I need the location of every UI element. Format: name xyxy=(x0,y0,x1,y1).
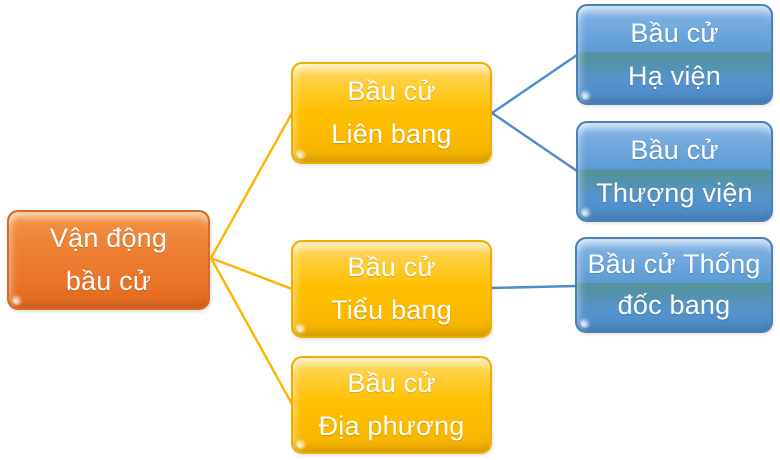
node-label-line: Bầu cử Thống xyxy=(587,249,761,279)
node-van-dong-bau-cu: Vận động bầu cử xyxy=(7,210,210,310)
edge-federal-house xyxy=(491,54,578,114)
node-label-line: Bầu cử xyxy=(630,134,719,165)
edge-federal-senate xyxy=(491,112,578,172)
node-label-line: Địa phương xyxy=(318,411,465,441)
node-label-line: Bầu cử xyxy=(630,17,719,48)
edge-state-governor xyxy=(491,284,577,290)
node-bau-cu-dia-phuong: Bầu cử Địa phương xyxy=(291,356,492,454)
node-label-line: Bầu cử xyxy=(347,252,436,282)
node-label-line: Bầu cử xyxy=(347,368,436,398)
edge-root-state xyxy=(210,256,293,291)
node-label-line: Tiểu bang xyxy=(331,295,452,325)
node-label-line: Bầu cử xyxy=(347,76,436,106)
node-label-line: Hạ viện xyxy=(628,60,721,91)
node-label-line: đốc bang xyxy=(617,290,731,320)
node-bau-cu-thuong-vien: Bầu cử Thượng viện xyxy=(576,121,773,222)
node-bau-cu-tieu-bang: Bầu cử Tiểu bang xyxy=(291,240,492,338)
node-bau-cu-ha-vien: Bầu cử Hạ viện xyxy=(576,4,773,105)
node-label-line: bầu cử xyxy=(65,266,152,296)
edge-root-federal xyxy=(209,112,294,259)
edge-root-local xyxy=(209,257,294,405)
node-bau-cu-thong-doc-bang: Bầu cử Thống đốc bang xyxy=(575,237,773,333)
node-bau-cu-lien-bang: Bầu cử Liên bang xyxy=(291,62,492,164)
node-label-line: Vận động xyxy=(49,223,168,253)
node-label-line: Liên bang xyxy=(331,119,452,149)
node-label-line: Thượng viện xyxy=(596,177,753,208)
